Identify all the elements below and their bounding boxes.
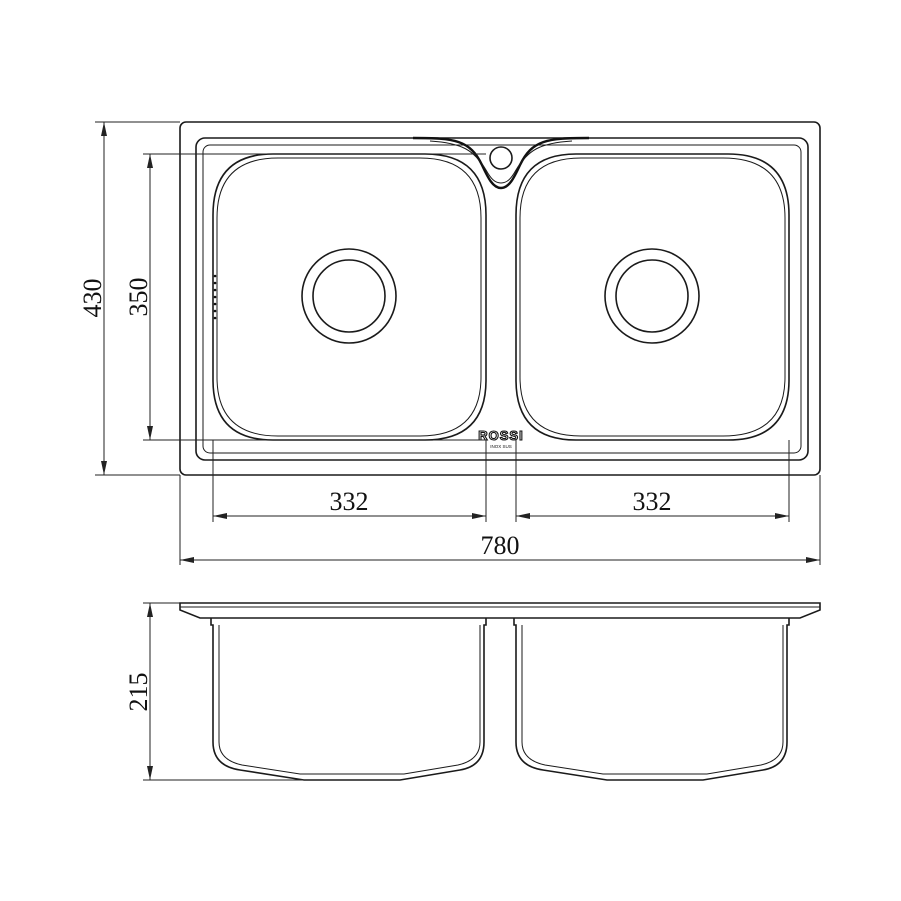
side-rim (179, 602, 821, 619)
left-bowl (212, 153, 487, 441)
side-view (179, 602, 821, 781)
left-drain-outer (301, 248, 397, 344)
side-left-bowl (210, 618, 487, 781)
side-left-bowl-inner (218, 625, 481, 775)
left-bowl-inner-line (216, 157, 482, 437)
brand-sub-label: INOX SUS (490, 444, 512, 449)
dimensions-side: 215 (124, 602, 304, 781)
faucet-hole (489, 146, 513, 170)
right-drain-outer (604, 248, 700, 344)
sink-outer-rim (179, 121, 821, 476)
sink-deck-inner-outline (202, 144, 802, 454)
right-drain-inner (615, 259, 689, 333)
side-right-bowl-inner (521, 625, 784, 775)
dimensions-top: 430 350 332 332 780 (78, 121, 821, 565)
right-bowl (515, 153, 790, 441)
overflow-holes (213, 274, 217, 320)
dim-overall-width: 780 (481, 531, 520, 560)
brand-logo: ROSSI (478, 428, 523, 443)
top-view: ROSSI INOX SUS (179, 121, 821, 476)
left-drain-inner (312, 259, 386, 333)
dim-bowl-height: 350 (124, 278, 153, 317)
dim-overall-height: 430 (78, 279, 107, 318)
dim-left-bowl-width: 332 (330, 487, 369, 516)
right-bowl-inner-line (519, 157, 786, 437)
sink-deck-outline (195, 137, 809, 461)
dim-depth: 215 (124, 673, 153, 712)
side-right-bowl (513, 618, 790, 781)
faucet-plate (412, 136, 590, 190)
dim-right-bowl-width: 332 (633, 487, 672, 516)
